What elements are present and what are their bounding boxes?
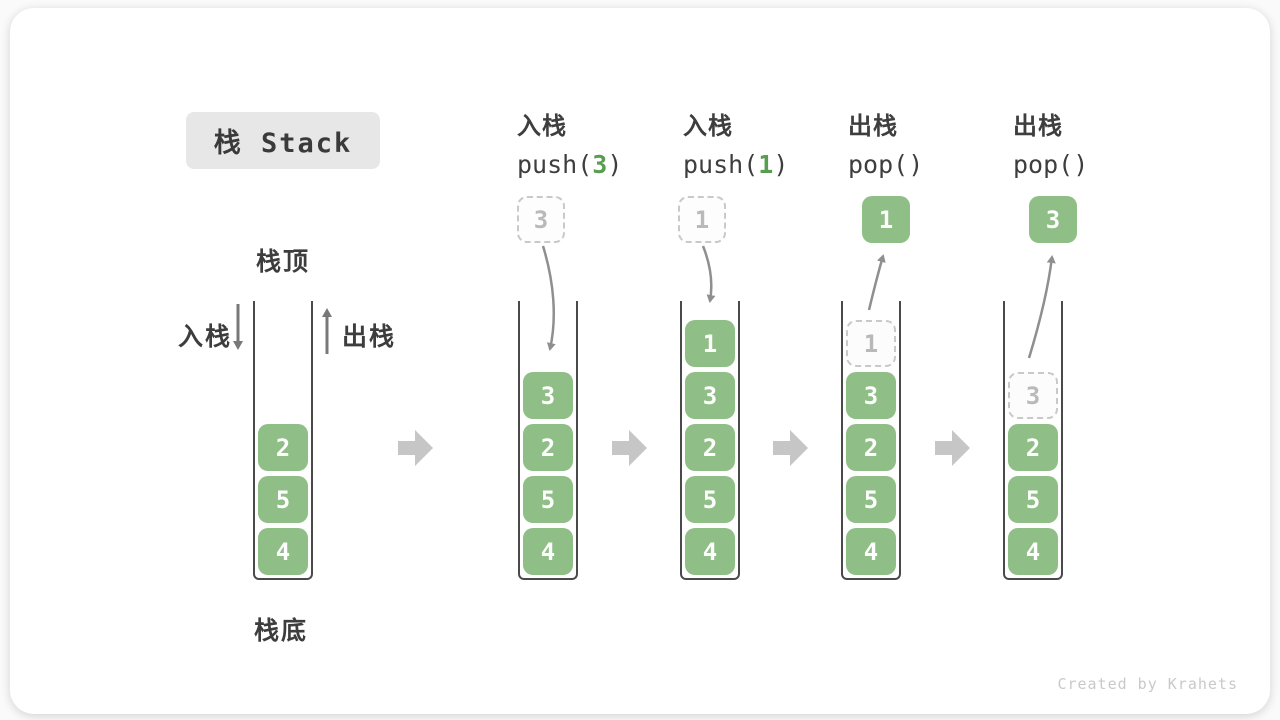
op-code-arg: 3 xyxy=(592,150,608,179)
op-label-after-pop-3: 出栈 pop() xyxy=(1013,106,1088,179)
title-text: 栈 Stack xyxy=(213,128,353,159)
floating-element-after-pop-3: 3 xyxy=(1029,196,1077,243)
stack-container-after-pop-1 xyxy=(841,301,901,580)
op-code: push(3) xyxy=(517,150,622,179)
op-title: 入栈 xyxy=(517,113,567,140)
stack-cell-3: 3 xyxy=(685,372,735,419)
op-code: pop() xyxy=(1013,150,1088,179)
op-code-code: ) xyxy=(607,150,623,179)
stack-cell-2: 2 xyxy=(846,424,896,471)
floating-element-after-push-1: 1 xyxy=(678,196,726,243)
op-title: 入栈 xyxy=(683,113,733,140)
op-label-after-pop-1: 出栈 pop() xyxy=(848,106,923,179)
stack-cell-3: 3 xyxy=(846,372,896,419)
watermark: Created by Krahets xyxy=(1057,675,1238,693)
push-side-label: 入栈 xyxy=(178,323,233,351)
floating-element-after-push-3: 3 xyxy=(517,196,565,243)
stack-cell-4: 4 xyxy=(1008,528,1058,575)
stack-bottom-label: 栈底 xyxy=(254,617,309,645)
title-badge: 栈 Stack xyxy=(186,112,380,169)
op-code-code: ) xyxy=(773,150,789,179)
ghost-cell-1: 1 xyxy=(846,320,896,367)
flow-arrow-3 xyxy=(773,430,808,466)
stack-cell-1: 1 xyxy=(685,320,735,367)
stack-cell-4: 4 xyxy=(846,528,896,575)
op-code-code: pop() xyxy=(848,150,924,179)
push-curve-arrow-1 xyxy=(701,245,716,303)
stack-cell-4: 4 xyxy=(258,528,308,575)
op-title: 出栈 xyxy=(1013,113,1063,140)
op-code-code: pop() xyxy=(1013,150,1089,179)
stack-cell-2: 2 xyxy=(258,424,308,471)
stack-cell-5: 5 xyxy=(523,476,573,523)
stack-cell-4: 4 xyxy=(685,528,735,575)
stack-cell-3: 3 xyxy=(523,372,573,419)
op-code: push(1) xyxy=(683,150,788,179)
flow-arrow-2 xyxy=(612,430,647,466)
stack-container-after-pop-3 xyxy=(1003,301,1063,580)
stack-cell-4: 4 xyxy=(523,528,573,575)
stack-cell-5: 5 xyxy=(846,476,896,523)
stack-container-initial-stack xyxy=(253,301,313,580)
op-code-arg: 1 xyxy=(758,150,774,179)
stack-cell-5: 5 xyxy=(1008,476,1058,523)
op-label-after-push-1: 入栈 push(1) xyxy=(683,106,788,179)
op-code-code: push( xyxy=(517,150,593,179)
stack-container-after-push-3 xyxy=(518,301,578,580)
stack-cell-2: 2 xyxy=(1008,424,1058,471)
stack-cell-2: 2 xyxy=(523,424,573,471)
stack-cell-5: 5 xyxy=(258,476,308,523)
stack-top-label: 栈顶 xyxy=(256,248,311,276)
op-title: 出栈 xyxy=(848,113,898,140)
flow-arrow-4 xyxy=(935,430,970,466)
stack-cell-5: 5 xyxy=(685,476,735,523)
op-code-code: push( xyxy=(683,150,759,179)
flow-arrow-1 xyxy=(398,430,433,466)
op-label-after-push-3: 入栈 push(3) xyxy=(517,106,622,179)
floating-element-after-pop-1: 1 xyxy=(862,196,910,243)
stack-container-after-push-1 xyxy=(680,301,740,580)
pop-side-label: 出栈 xyxy=(342,323,397,351)
stack-cell-2: 2 xyxy=(685,424,735,471)
op-code: pop() xyxy=(848,150,923,179)
ghost-cell-3: 3 xyxy=(1008,372,1058,419)
